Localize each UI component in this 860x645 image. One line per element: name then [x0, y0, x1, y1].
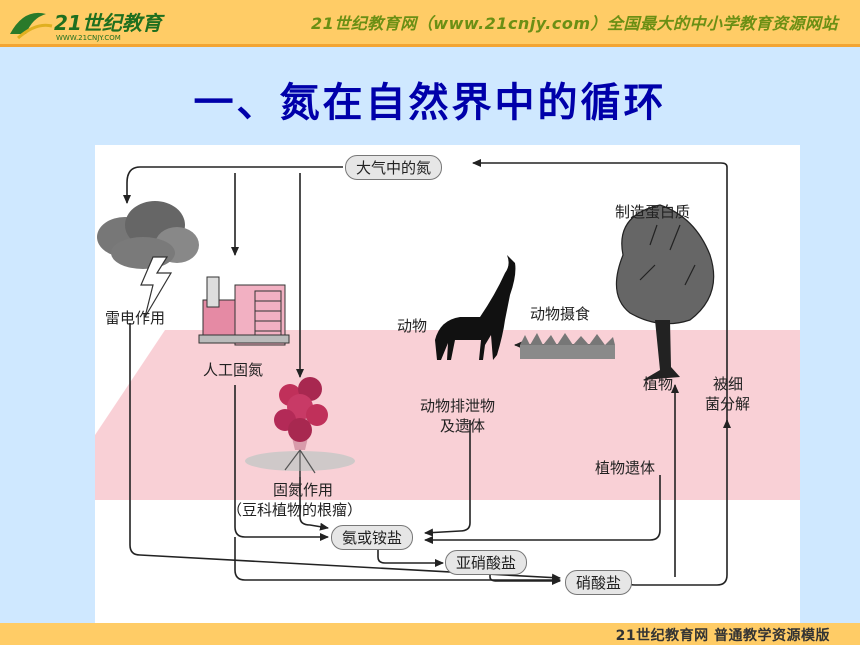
arrow-ammonia-to-nitrite	[377, 550, 444, 567]
nitrate-label: 硝酸盐	[565, 570, 633, 595]
protein-label: 制造蛋白质	[615, 203, 691, 221]
arrow-nitrite-to-nitrate	[489, 573, 561, 585]
lightning-label: 雷电作用	[105, 309, 166, 327]
bio-fixation-detail-label: （豆科植物的根瘤）	[227, 501, 363, 519]
arrow-return-to-atmosphere	[472, 159, 728, 415]
plant-remains-label: 植物遗体	[595, 459, 656, 477]
animal-feeding-label: 动物摄食	[530, 305, 591, 323]
logo-icon: 21世纪教育 WWW.21CNJY.COM	[10, 11, 165, 42]
industrial-fixation-label: 人工固氮	[203, 361, 264, 379]
grass-icon	[520, 333, 615, 359]
animal-waste-label-1: 动物排泄物	[420, 397, 496, 415]
factory-icon	[198, 276, 290, 346]
bacteria-label-1: 被细	[713, 375, 744, 393]
animal-label: 动物	[397, 317, 428, 335]
tree-icon	[615, 204, 715, 380]
page-title: 一、氮在自然界中的循环	[193, 80, 667, 126]
svg-text:21世纪教育: 21世纪教育	[54, 11, 165, 35]
header-bar: 21世纪教育 WWW.21CNJY.COM 21世纪教育网（www.21cnjy…	[0, 0, 860, 47]
animal-waste-label-2: 及遗体	[440, 417, 486, 435]
nitrogen-cycle-diagram: 大气中的氮 雷电作用 人工固氮 固氮作用 （豆科植物的根瘤） 动物 动物摄食 制…	[95, 145, 800, 623]
site-logo[interactable]: 21世纪教育 WWW.21CNJY.COM	[6, 4, 196, 42]
arrow-animal-waste-to-ammonia	[424, 420, 471, 537]
arrow-atmosphere-to-lightning	[123, 166, 343, 204]
storm-cloud-icon	[97, 201, 199, 318]
ammonia-label: 氨或铵盐	[331, 525, 414, 550]
arrow-industrial-to-nitrate	[234, 537, 561, 584]
site-tagline: 21世纪教育网（www.21cnjy.com）全国最大的中小学教育资源网站	[311, 14, 838, 33]
atmosphere-nitrogen-label: 大气中的氮	[345, 155, 443, 180]
bacteria-label-2: 菌分解	[705, 395, 751, 413]
arrow-legume-to-ammonia	[299, 455, 329, 531]
arrow-plant-remains-to-ammonia	[424, 475, 661, 544]
plant-label: 植物	[643, 375, 674, 393]
nitrite-label: 亚硝酸盐	[445, 550, 528, 575]
footer-bar: 21世纪教育网 普通教学资源模版	[0, 623, 860, 645]
arrow-industrial-to-ammonia	[234, 385, 329, 541]
arrow-lightning-to-nitrate	[129, 323, 561, 582]
diagram-graphics	[95, 159, 800, 586]
horse-icon	[435, 255, 516, 360]
legume-plant-icon	[245, 377, 355, 477]
footer-text: 21世纪教育网 普通教学资源模版	[615, 628, 830, 644]
svg-text:WWW.21CNJY.COM: WWW.21CNJY.COM	[56, 34, 121, 42]
bio-fixation-label: 固氮作用	[273, 481, 334, 499]
